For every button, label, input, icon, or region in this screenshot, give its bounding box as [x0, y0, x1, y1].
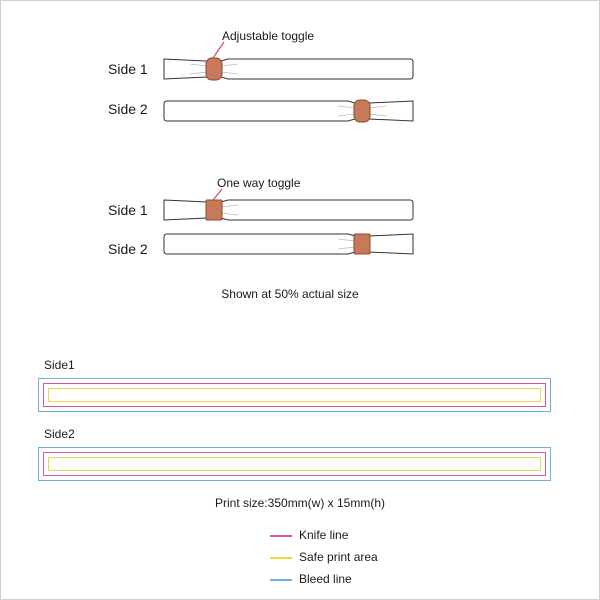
legend-knife-line: Knife line [299, 528, 349, 542]
adjustable-toggle-callout: Adjustable toggle [222, 29, 315, 43]
bleed-line-side1 [38, 378, 551, 412]
side-1-label: Side 1 [108, 61, 148, 77]
safe-print-area-side1 [48, 388, 541, 402]
one-way-toggle-callout: One way toggle [217, 176, 301, 190]
bleed-line-side2 [38, 447, 551, 481]
legend-safe-print-area: Safe print area [299, 550, 378, 564]
callout-pointer [212, 41, 225, 59]
gather-lines [337, 105, 387, 117]
band-outline [163, 100, 356, 122]
adjustable-toggle-icon [205, 57, 223, 81]
safe-print-area-swatch [270, 557, 292, 559]
knife-line-side1 [43, 383, 546, 407]
scale-note: Shown at 50% actual size [221, 287, 359, 301]
knife-line-side2 [43, 452, 546, 476]
band-outline [163, 233, 356, 255]
one-way-toggle-icon [205, 199, 223, 221]
band-adjustable-side2 [163, 99, 414, 123]
knife-line-swatch [270, 535, 292, 537]
band-oneway-side2 [163, 233, 414, 255]
band-outline [368, 233, 414, 255]
band-outline [163, 58, 208, 80]
safe-print-area-side2 [48, 457, 541, 471]
legend-bleed-line: Bleed line [299, 572, 352, 586]
band-adjustable-side1 [163, 41, 414, 81]
gather-lines [189, 63, 239, 75]
side-2-label: Side 2 [108, 101, 148, 117]
bleed-line-swatch [270, 579, 292, 581]
band-outline [220, 199, 414, 221]
one-way-toggle-icon [353, 233, 371, 255]
gather-lines [220, 204, 239, 216]
gather-lines [337, 238, 356, 250]
side-1-label: Side 1 [108, 202, 148, 218]
band-oneway-side1 [163, 188, 414, 221]
band-outline [368, 100, 414, 122]
print-size-note: Print size:350mm(w) x 15mm(h) [214, 496, 386, 510]
callout-pointer [212, 188, 223, 201]
band-outline [220, 58, 414, 80]
print-side1-label: Side1 [44, 358, 75, 372]
side-2-label: Side 2 [108, 241, 148, 257]
print-side2-label: Side2 [44, 427, 75, 441]
adjustable-toggle-icon [353, 99, 371, 123]
band-outline [163, 199, 208, 221]
